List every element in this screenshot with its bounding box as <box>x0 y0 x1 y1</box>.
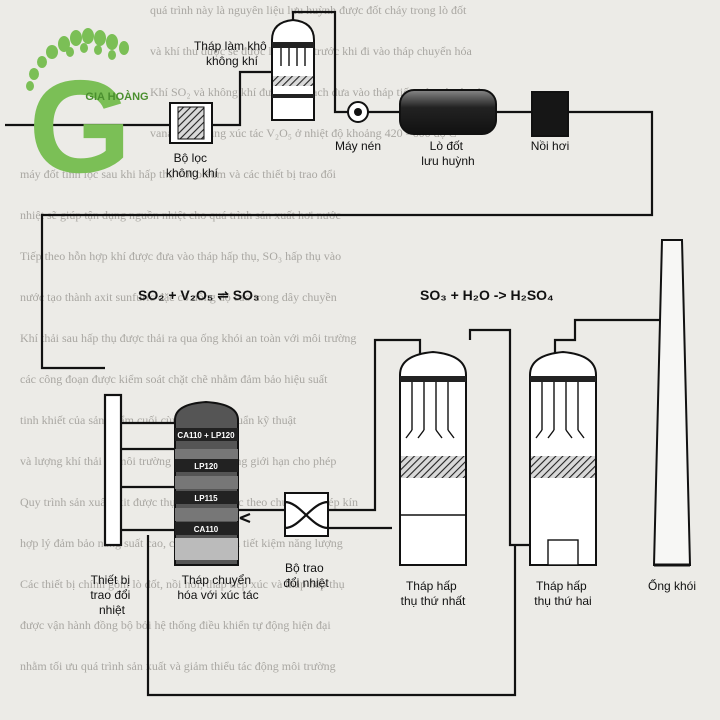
tray-label-4: CA110 <box>194 525 219 534</box>
label-heat-exchanger: Thiết bị trao đổi nhiệt <box>90 573 133 617</box>
stack <box>652 239 692 567</box>
background-text-line: được vận hành đồng bộ bởi hệ thống điều … <box>20 618 331 632</box>
label-boiler: Nồi hơi <box>531 139 570 153</box>
background-text-line: máy đốt tinh lọc sau khi hấp thụ với ole… <box>20 167 337 181</box>
background-text-line: Tiếp theo hỗn hợp khí được đưa vào tháp … <box>20 249 341 263</box>
tray-label-3: LP115 <box>194 494 218 503</box>
background-text-line: các công đoạn được kiểm soát chặt chẽ nh… <box>20 372 328 386</box>
heat-exchanger <box>103 393 123 547</box>
absorber-tower-1 <box>399 350 467 566</box>
label-dryer: Tháp làm khô không khí <box>194 39 270 68</box>
converter-equation: SO₂ + V₂O₅ ⇌ SO₃ <box>138 287 259 303</box>
background-text: quá trình này là nguyên liệu lưu huỳnh đ… <box>20 3 486 673</box>
small-heat-exchanger <box>284 492 329 537</box>
background-text-line: Khí thải sau hấp thụ được thải ra qua ốn… <box>20 331 356 345</box>
label-air-filter: Bộ lọc không khí <box>166 151 219 180</box>
absorber-tower-2 <box>529 350 597 566</box>
tray-label-1: CA110 + LP120 <box>177 431 235 440</box>
label-burner: Lò đốt lưu huỳnh <box>421 139 474 168</box>
sulfur-burner <box>399 89 497 135</box>
boiler <box>531 91 569 137</box>
label-small-exchanger: Bộ trao đổi nhiệt <box>283 561 329 590</box>
pipes <box>5 10 672 697</box>
logo-leaves <box>26 28 129 91</box>
logo-letter: G <box>29 53 132 200</box>
label-stack: Ống khói <box>648 578 696 593</box>
catalytic-converter: CA110 + LP120 LP120 LP115 CA110 <box>174 400 239 566</box>
air-filter <box>169 102 213 144</box>
compressor <box>347 101 369 123</box>
background-text-line: tinh khiết của sản phẩm cuối cùng đạt ti… <box>20 413 297 427</box>
label-absorber-1: Tháp hấp thụ thứ nhất <box>401 579 466 608</box>
tray-label-2: LP120 <box>194 462 218 471</box>
label-compressor: Máy nén <box>335 139 381 153</box>
label-absorber-2: Tháp hấp thụ thứ hai <box>534 579 591 608</box>
label-converter: Tháp chuyển hóa với xúc tác <box>177 573 258 602</box>
background-text-line: Các thiết bị chính gồm lò đốt, nồi hơi, … <box>20 577 345 591</box>
logo-brand: GIA HOÀNG <box>85 90 148 103</box>
background-text-line: quá trình này là nguyên liệu lưu huỳnh đ… <box>150 3 467 17</box>
background-text-line: nước tạo thành axit sunfuric đặc có nồng… <box>20 290 337 304</box>
absorber-equation: SO₃ + H₂O -> H₂SO₄ <box>420 287 554 303</box>
air-dryer-tower <box>271 18 315 121</box>
background-text-line: vanadi, sử dụng xúc tác V₂O₅ ở nhiệt độ … <box>150 126 457 140</box>
background-text-line: nhằm tối ưu quá trình sản xuất và giảm t… <box>20 659 336 673</box>
gia-hoang-logo: G GIA HOÀNG <box>26 28 149 200</box>
